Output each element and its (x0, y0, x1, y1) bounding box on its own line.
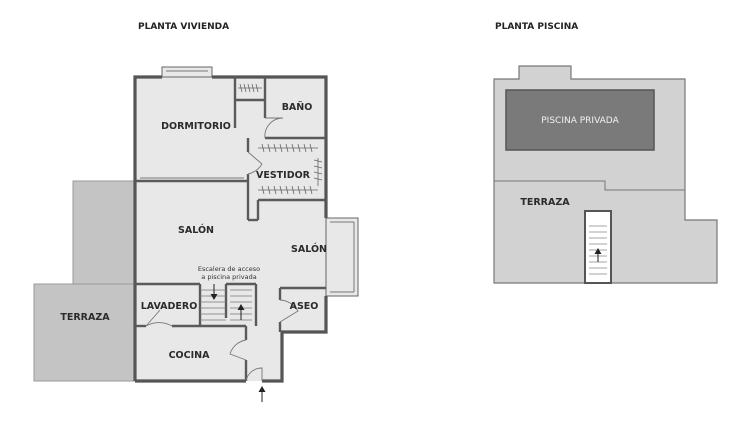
title-planta-piscina: PLANTA PISCINA (495, 22, 578, 32)
arrows-vivienda (210, 284, 266, 402)
title-planta-vivienda: PLANTA VIVIENDA (138, 22, 229, 32)
terraza-area (33, 283, 136, 382)
label-salon-right: SALÓN (291, 243, 327, 255)
doors (145, 117, 299, 382)
plan-vivienda: DORMITORIO BAÑO VESTIDOR SALÓN SALÓN TER… (33, 66, 359, 402)
vestidor-hangers (258, 143, 323, 195)
label-lavadero: LAVADERO (141, 301, 198, 312)
note-escalera-2: a piscina privada (201, 273, 256, 281)
label-cocina: COCINA (169, 350, 211, 361)
terrace-step-line (494, 180, 685, 191)
terraza-upper-area (72, 180, 136, 285)
stairs-piscina (584, 210, 612, 284)
bay-window (325, 217, 359, 297)
label-terraza: TERRAZA (60, 312, 110, 323)
note-escalera-1: Escalera de acceso (198, 265, 260, 273)
vivienda-floor (135, 67, 326, 381)
label-terraza-piscina: TERRAZA (520, 197, 570, 208)
outer-wall (133, 75, 328, 383)
closet-hangers-top (238, 83, 262, 93)
stairs-piscina-steps (589, 225, 607, 275)
label-vestidor: VESTIDOR (256, 170, 311, 181)
pool (505, 89, 655, 151)
label-aseo: ASEO (290, 301, 319, 312)
label-piscina-privada: PISCINA PRIVADA (541, 116, 619, 126)
plan-piscina: PISCINA PRIVADA TERRAZA (493, 65, 718, 284)
label-dormitorio: DORMITORIO (161, 121, 231, 132)
label-salon-left: SALÓN (178, 224, 214, 236)
top-window (161, 66, 213, 78)
label-bano: BAÑO (282, 102, 313, 113)
